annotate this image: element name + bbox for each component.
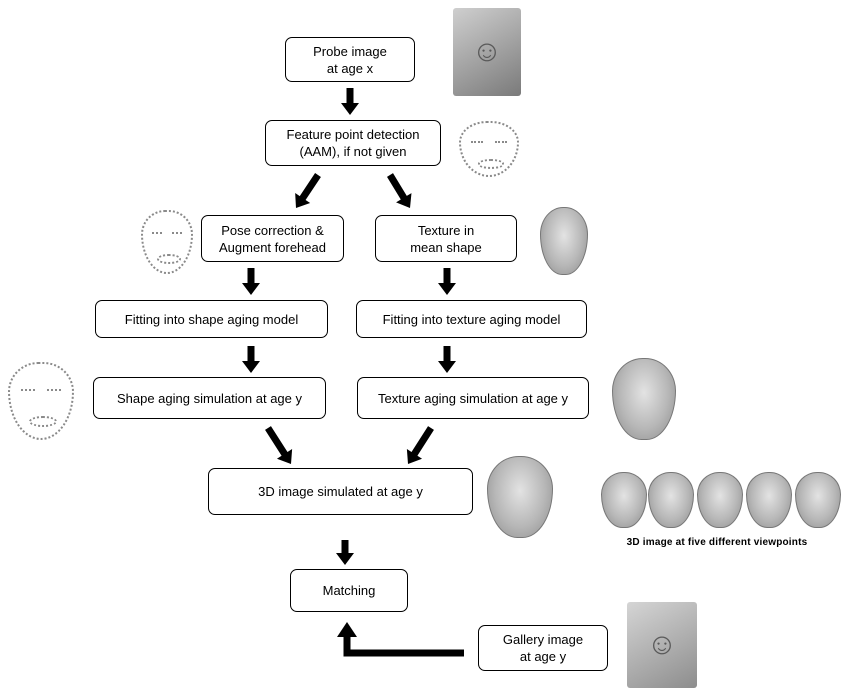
shape-sim-label: Shape aging simulation at age y [116, 390, 302, 406]
texture-line-2: mean shape [410, 239, 482, 255]
probe-child-photo-icon: ☺ [453, 8, 521, 96]
viewpoint-face-icon [601, 472, 647, 528]
pose-landmarks-face-icon [141, 210, 193, 274]
probe-line-1: Probe image [313, 43, 387, 59]
simulated-3d-image-box: 3D image simulated at age y [208, 468, 473, 515]
fit-texture-model-box: Fitting into texture aging model [356, 300, 587, 338]
feature-points-face-icon [459, 121, 519, 177]
viewpoint-face-icon [746, 472, 792, 528]
viewpoints-caption: 3D image at five different viewpoints [626, 537, 808, 548]
arrow-texture-to-fit-texture [438, 268, 456, 295]
arrow-fit-shape-to-shape-sim [242, 346, 260, 373]
arrow-texture-sim-to-3d [406, 426, 434, 464]
texture-sim-label: Texture aging simulation at age y [377, 390, 569, 406]
viewpoint-face-icon [648, 472, 694, 528]
aged-shape-landmarks-face-icon [8, 362, 74, 440]
simulated-3d-face-icon [487, 456, 553, 538]
fit-shape-label: Fitting into shape aging model [124, 311, 299, 327]
shape-aging-sim-box: Shape aging simulation at age y [93, 377, 326, 419]
texture-line-1: Texture in [417, 222, 475, 238]
matching-label: Matching [322, 583, 376, 598]
probe-line-2: at age x [326, 60, 374, 76]
fit-shape-model-box: Fitting into shape aging model [95, 300, 328, 338]
arrow-gallery-to-matching [337, 622, 464, 657]
pose-line-2: Augment forehead [219, 239, 326, 255]
feature-detection-box: Feature point detection (AAM), if not giv… [265, 120, 441, 166]
gallery-adult-photo-icon: ☺ [627, 602, 697, 688]
gallery-image-box: Gallery image at age y [478, 625, 608, 671]
matching-box: Matching [290, 569, 408, 612]
arrow-probe-to-feature [341, 88, 359, 115]
feature-line-1: Feature point detection [286, 127, 420, 142]
arrow-pose-to-fit-shape [242, 268, 260, 295]
fit-texture-label: Fitting into texture aging model [382, 311, 561, 327]
gallery-line-2: at age y [519, 649, 567, 664]
arrow-feature-to-texture [387, 173, 412, 208]
arrow-fit-texture-to-texture-sim [438, 346, 456, 373]
image-3d-label: 3D image simulated at age y [258, 484, 423, 499]
pose-correction-box: Pose correction &Augment forehead [201, 215, 344, 262]
feature-line-2: (AAM), if not given [299, 144, 407, 159]
viewpoint-face-icon [795, 472, 841, 528]
viewpoint-face-icon [697, 472, 743, 528]
pose-line-1: Pose correction & [221, 222, 324, 238]
arrow-shape-sim-to-3d [265, 426, 293, 464]
aged-texture-face-icon [612, 358, 676, 440]
texture-aging-sim-box: Texture aging simulation at age y [357, 377, 589, 419]
arrow-3d-to-matching [336, 540, 354, 565]
gallery-line-1: Gallery image [502, 632, 584, 647]
arrow-feature-to-pose [295, 173, 321, 208]
mean-shape-texture-face-icon [540, 207, 588, 275]
